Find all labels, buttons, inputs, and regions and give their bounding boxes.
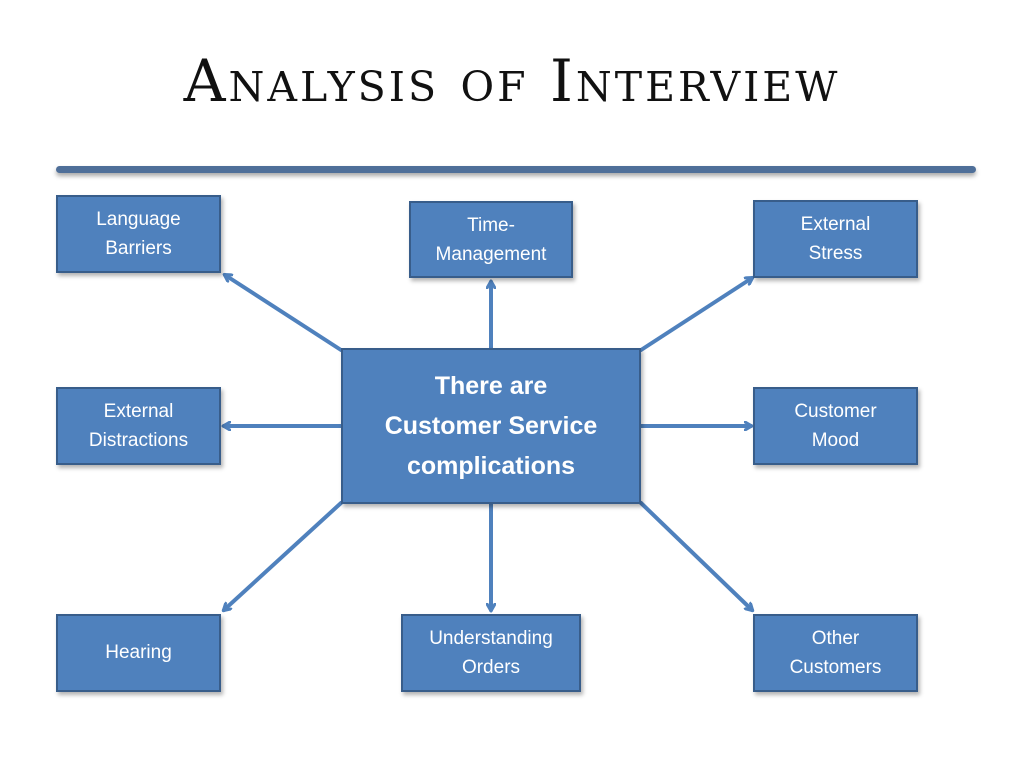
title-divider — [56, 166, 976, 173]
node-customer-mood: Customer Mood — [753, 387, 918, 465]
node-label: Time- Management — [435, 215, 547, 266]
node-understanding-orders: Understanding Orders — [401, 614, 581, 692]
node-external-stress: External Stress — [753, 200, 918, 278]
node-label: External Distractions — [88, 400, 189, 451]
central-topic-label: There are Customer Service complications — [384, 372, 598, 480]
arrow-to-other-customers — [639, 501, 752, 610]
node-label: Other Customers — [789, 627, 882, 678]
slide-title: Analysis of Interview — [183, 47, 841, 115]
node-language-barriers: Language Barriers — [56, 195, 221, 273]
node-external-distractions: External Distractions — [56, 387, 221, 465]
node-time-management: Time- Management — [409, 201, 573, 278]
node-other-customers: Other Customers — [753, 614, 918, 692]
node-hearing: Hearing — [56, 614, 221, 692]
node-label: External Stress — [800, 214, 871, 265]
central-topic-box: There are Customer Service complications — [341, 348, 641, 504]
arrow-to-external-stress — [639, 278, 752, 352]
node-label: Hearing — [105, 642, 172, 664]
arrow-to-language-barriers — [225, 275, 343, 352]
node-label: Customer Mood — [794, 400, 877, 451]
arrow-to-hearing — [224, 501, 343, 610]
node-label: Understanding Orders — [429, 628, 553, 679]
node-label: Language Barriers — [96, 209, 181, 260]
